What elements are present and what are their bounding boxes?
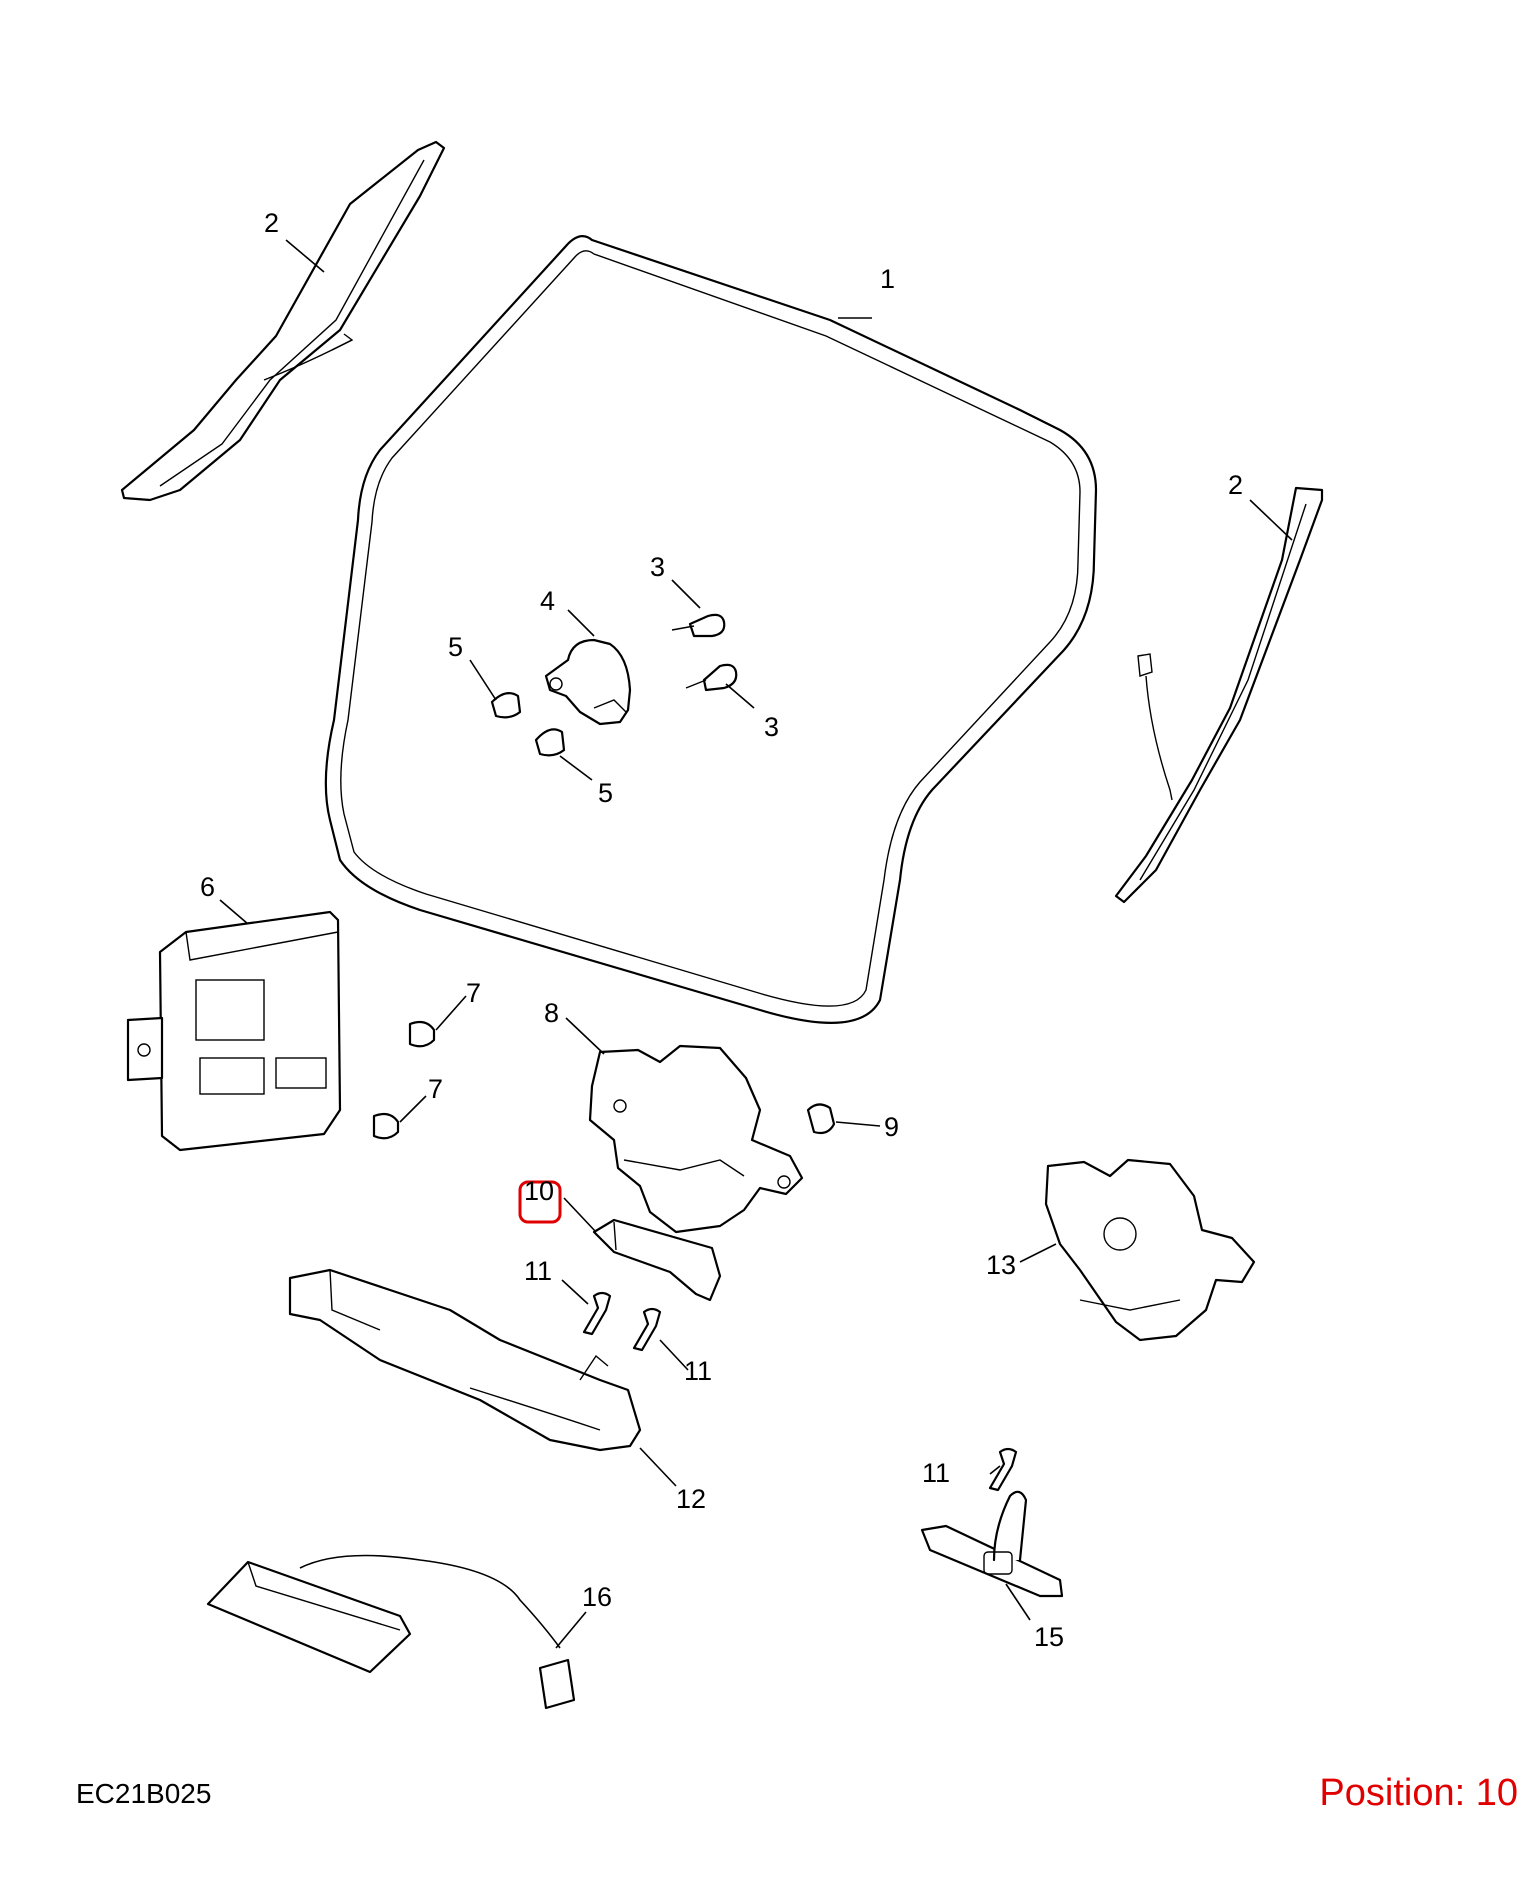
part-3-screw-lower[interactable] [685, 663, 738, 692]
part-9-grommet[interactable] [806, 1103, 836, 1135]
callout-5-lower[interactable]: 5 [598, 778, 613, 808]
part-13-latch[interactable] [1044, 1158, 1256, 1342]
part-4-bracket[interactable] [544, 638, 632, 726]
position-label: Position: 10 [1319, 1772, 1518, 1814]
part-5-clip-upper[interactable] [490, 691, 522, 719]
callout-1[interactable]: 1 [880, 264, 895, 294]
callout-6[interactable]: 6 [200, 872, 215, 902]
part-7-nut-lower[interactable] [372, 1112, 400, 1140]
callout-3-lower[interactable]: 3 [764, 712, 779, 742]
leader-lines [219, 239, 1293, 1649]
callout-13[interactable]: 13 [986, 1250, 1016, 1280]
callout-3-upper[interactable]: 3 [650, 552, 665, 582]
part-10-handle-cover[interactable] [592, 1218, 722, 1302]
part-7-nut-upper[interactable] [408, 1020, 436, 1048]
callout-8[interactable]: 8 [544, 998, 559, 1028]
callout-11-right[interactable]: 11 [684, 1356, 712, 1386]
callout-2-left[interactable]: 2 [264, 208, 279, 238]
callout-labels: 1 2 2 3 3 4 5 5 6 7 7 8 9 10 11 11 11 12… [200, 208, 1243, 1652]
drawing-code: EC21B025 [76, 1778, 212, 1809]
callout-11-left[interactable]: 11 [524, 1256, 552, 1286]
part-3-screw-upper[interactable] [671, 613, 726, 638]
callout-2-right[interactable]: 2 [1228, 470, 1243, 500]
callout-11-bottom[interactable]: 11 [922, 1458, 950, 1488]
callout-5-upper[interactable]: 5 [448, 632, 463, 662]
part-11-bolt-bottom[interactable] [988, 1447, 1018, 1492]
part-11-bolt-right[interactable] [632, 1307, 662, 1352]
part-15-striker[interactable] [920, 1490, 1064, 1598]
part-5-clip-lower[interactable] [534, 728, 566, 757]
callout-16[interactable]: 16 [582, 1582, 612, 1612]
callout-12[interactable]: 12 [676, 1484, 706, 1514]
part-11-bolt-left[interactable] [582, 1291, 612, 1336]
part-6-control-module[interactable] [126, 910, 342, 1152]
part-16-lamp[interactable] [206, 1554, 576, 1710]
callout-9[interactable]: 9 [884, 1112, 899, 1142]
callout-15[interactable]: 15 [1034, 1622, 1064, 1652]
part-8-latch[interactable] [588, 1044, 804, 1234]
callout-7-lower[interactable]: 7 [428, 1074, 443, 1104]
callout-10[interactable]: 10 [524, 1176, 554, 1206]
part-12-handle-assembly[interactable] [288, 1268, 642, 1452]
callout-4[interactable]: 4 [540, 586, 555, 616]
part-2-right-trim-strip[interactable] [1114, 486, 1324, 904]
callout-7-upper[interactable]: 7 [466, 978, 481, 1008]
highlight-box [518, 1180, 562, 1224]
part-2-left-trim-strip[interactable] [120, 140, 446, 502]
